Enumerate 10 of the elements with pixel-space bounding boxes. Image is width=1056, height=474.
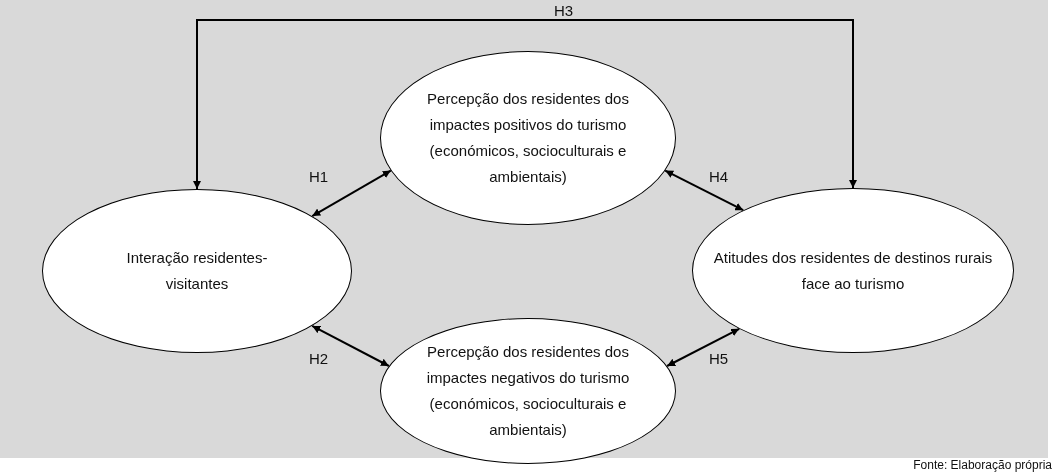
double-arrow (193, 19, 857, 190)
node-text: Percepção dos residentes dos impactes negativos do turismo (económicos, socioculturais e ambientais) (425, 342, 631, 440)
node-text: Interação residentes-visitantes (125, 248, 269, 294)
double-arrow (311, 169, 392, 218)
node-text: Percepção dos residentes dos impactes positivos do turismo (económicos, socioculturais e ambientais) (426, 89, 630, 187)
double-arrow (666, 327, 741, 367)
node-text: Atitudes dos residentes de destinos rurais face ao turismo (713, 247, 993, 294)
double-arrow (664, 169, 745, 212)
source-caption: Fonte: Elaboração própria (913, 458, 1052, 472)
double-arrow (311, 324, 390, 367)
